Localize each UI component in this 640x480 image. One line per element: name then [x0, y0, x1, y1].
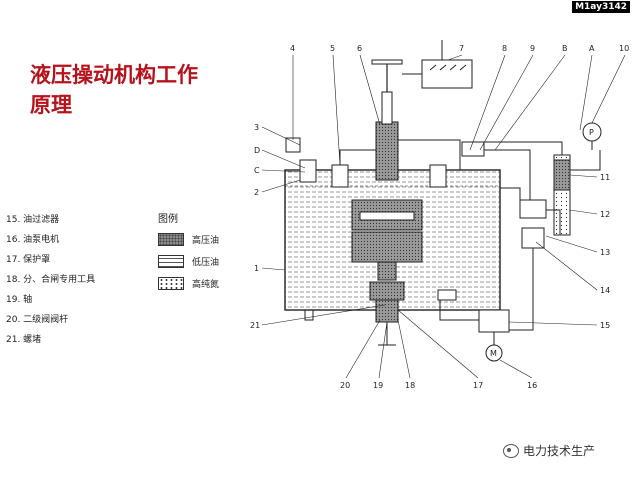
- callout-label: 21: [250, 321, 260, 330]
- callout-label: 4: [290, 44, 295, 53]
- parts-list-item: 19. 轴: [6, 295, 33, 305]
- callout-label: 10: [619, 44, 629, 53]
- motor-label: M: [490, 349, 497, 358]
- callout-label: 6: [357, 44, 362, 53]
- callout-label: 9: [530, 44, 535, 53]
- title-line-2: 原理: [30, 93, 72, 117]
- parts-list-item: 20. 二级阀阀杆: [6, 315, 69, 325]
- legend-label: 高纯氮: [192, 279, 220, 290]
- callout-label: 16: [527, 381, 537, 390]
- pump: [437, 289, 510, 362]
- callout-label: 11: [600, 173, 610, 182]
- callout-label: 8: [502, 44, 507, 53]
- legend-title: 图例: [158, 214, 178, 225]
- callout-label: 7: [459, 44, 464, 53]
- parts-list-item: 16. 油泵电机: [6, 235, 60, 245]
- callout-label: 3: [254, 123, 259, 132]
- legend: 图例 高压油 低压油 高纯氮: [158, 210, 268, 294]
- callout-label: 12: [600, 210, 610, 219]
- parts-list-item: 17. 保护罩: [6, 255, 51, 265]
- callout-label: 17: [473, 381, 483, 390]
- callout-label: 20: [340, 381, 350, 390]
- callout-label: 15: [600, 321, 610, 330]
- valve-right: [429, 141, 547, 249]
- high-pressure-oil-swatch: [158, 232, 184, 246]
- callout-label: 18: [405, 381, 415, 390]
- watermark-text: 电力技术生产: [523, 444, 596, 458]
- parts-list: 15. 油过滤器 16. 油泵电机 17. 保护罩 18. 分、合闸专用工具 1…: [6, 210, 156, 350]
- callout-labels: 4 5 6 7 8 9 B A 10 3 D C 2 1 21 11 12 13…: [250, 44, 629, 390]
- legend-item-nitrogen: 高纯氮: [158, 272, 268, 294]
- callout-label: A: [589, 44, 595, 53]
- callout-label: 5: [330, 44, 335, 53]
- nitrogen-swatch: [158, 276, 184, 290]
- callout-label: 14: [600, 286, 610, 295]
- wechat-icon: [503, 443, 519, 458]
- parts-list-item: 18. 分、合闸专用工具: [6, 275, 96, 285]
- image-code-label: M1ay3142: [572, 1, 630, 13]
- piping: [316, 40, 601, 331]
- callout-label: 19: [373, 381, 383, 390]
- title-line-1: 液压操动机构工作: [30, 63, 198, 87]
- callout-label: D: [254, 146, 260, 155]
- leader-lines: [261, 54, 626, 379]
- parts-list-item: 21. 螺堵: [6, 335, 42, 345]
- legend-label: 高压油: [192, 235, 220, 246]
- accumulator: [553, 122, 602, 236]
- callout-label: B: [562, 44, 568, 53]
- parts-list-item: 15. 油过滤器: [6, 215, 60, 225]
- valve-left: [285, 137, 349, 188]
- callout-label: 13: [600, 248, 610, 257]
- pressure-switch: [421, 59, 473, 89]
- low-pressure-oil-swatch: [158, 254, 184, 268]
- legend-item-low-pressure-oil: 低压油: [158, 250, 268, 272]
- gauge-label: P: [589, 128, 594, 137]
- legend-item-high-pressure-oil: 高压油: [158, 228, 268, 250]
- page-title: 液压操动机构工作 原理: [30, 60, 245, 120]
- watermark: 电力技术生产: [503, 442, 595, 459]
- callout-label: 1: [254, 264, 259, 273]
- callout-label: C: [254, 166, 260, 175]
- callout-label: 2: [254, 188, 259, 197]
- working-cylinder: [351, 59, 423, 346]
- legend-label: 低压油: [192, 257, 220, 268]
